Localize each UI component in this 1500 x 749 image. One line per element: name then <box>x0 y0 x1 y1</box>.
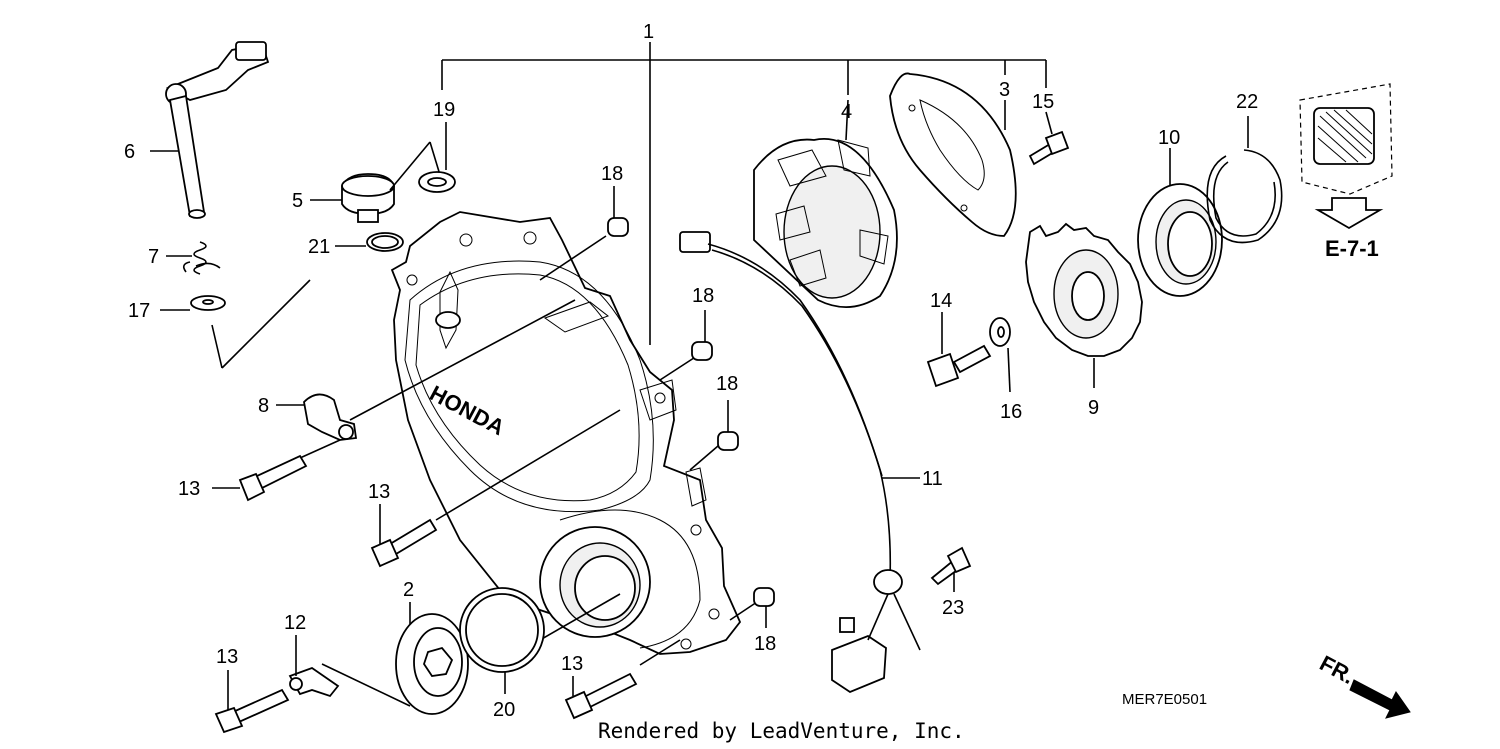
callout-18-b: 18 <box>692 285 714 307</box>
callout-9: 9 <box>1088 397 1099 419</box>
part-12-clip <box>288 635 411 707</box>
callout-1: 1 <box>643 21 654 43</box>
footer-credit: Rendered by LeadVenture, Inc. <box>598 719 965 743</box>
part-17-washer <box>160 279 311 369</box>
callout-13-a: 13 <box>178 478 200 500</box>
callout-14: 14 <box>930 290 952 312</box>
callout-12: 12 <box>284 612 306 634</box>
part-11-sensor-harness <box>679 231 921 694</box>
part-13-bolt-c <box>214 670 290 734</box>
callout-20: 20 <box>493 699 515 721</box>
callout-13-d: 13 <box>561 653 583 675</box>
callout-13-c: 13 <box>216 646 238 668</box>
part-7-spring <box>166 241 221 275</box>
callout-8: 8 <box>258 395 269 417</box>
part-18-dowel-b <box>691 310 713 361</box>
part-18-dowel-a <box>607 186 629 237</box>
callout-23: 23 <box>942 597 964 619</box>
part-22-snap-ring <box>1206 116 1283 244</box>
callout-15: 15 <box>1032 91 1054 113</box>
callout-11: 11 <box>922 468 943 490</box>
part-3-guide-plate <box>889 72 1017 237</box>
callout-7: 7 <box>148 246 159 268</box>
callout-17: 17 <box>128 300 150 322</box>
callout-18-a: 18 <box>601 163 623 185</box>
callout-5: 5 <box>292 190 303 212</box>
part-2-hole-cap <box>395 602 469 715</box>
callout-21: 21 <box>308 236 330 258</box>
callout-18-d: 18 <box>754 633 776 655</box>
part-6-shift-lever <box>150 41 270 219</box>
part-18-dowel-d <box>753 587 775 628</box>
part-18-dowel-c <box>717 400 739 451</box>
part-8-clamp <box>276 393 358 441</box>
part-16-washer <box>989 317 1011 393</box>
callout-13-b: 13 <box>368 481 390 503</box>
part-4-pulser-rotor-guide <box>753 99 898 309</box>
part-15-bolt <box>1028 111 1070 166</box>
callout-3: 3 <box>999 79 1010 101</box>
part-1-right-crankcase-cover: HONDA <box>390 211 742 655</box>
part-20-o-ring <box>459 587 545 694</box>
callout-10: 10 <box>1158 127 1180 149</box>
callout-19: 19 <box>433 99 455 121</box>
callout-6: 6 <box>124 141 135 163</box>
callout-22: 22 <box>1236 91 1258 113</box>
front-direction-indicator: FR. <box>1316 650 1411 719</box>
part-19-oil-seal <box>418 122 456 193</box>
part-10-one-way-clutch <box>1137 148 1223 297</box>
part-23-bolt <box>930 546 972 592</box>
part-14-bolt <box>926 312 992 388</box>
reference-box: E-7-1 <box>1299 83 1393 261</box>
callout-2: 2 <box>403 579 414 601</box>
part-9-starter-clutch-outer <box>1025 222 1143 388</box>
reference-label: E-7-1 <box>1325 236 1379 261</box>
part-21-o-ring <box>335 232 404 252</box>
callout-1-leaders <box>441 42 1047 345</box>
diagram-code: MER7E0501 <box>1122 691 1207 708</box>
part-13-bolt-b <box>370 504 438 568</box>
callout-18-c: 18 <box>716 373 738 395</box>
part-13-bolt-a <box>212 454 308 502</box>
callout-labels: 1 2 3 4 5 6 7 8 9 10 11 12 13 13 13 13 1… <box>124 21 1258 721</box>
part-5-oil-filler-cap <box>310 141 441 223</box>
callout-4: 4 <box>841 101 852 123</box>
part-13-bolt-d <box>564 672 638 720</box>
callout-16: 16 <box>1000 401 1022 423</box>
